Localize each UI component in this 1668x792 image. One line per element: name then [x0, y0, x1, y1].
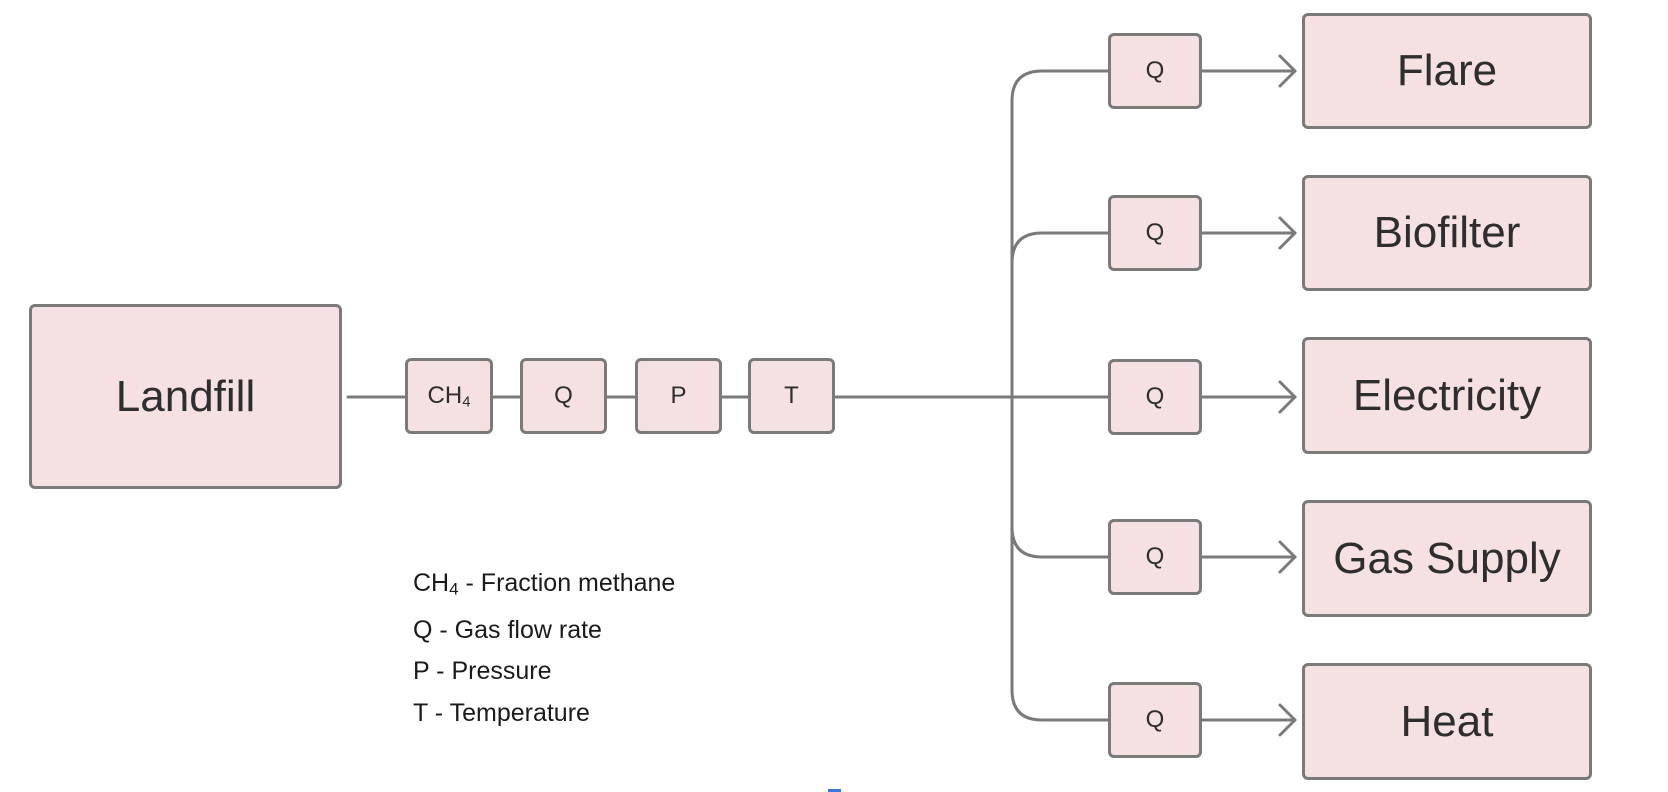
- sensor-ch4: CH4: [405, 358, 493, 434]
- branch-sensor-biofilter-label: Q: [1145, 219, 1165, 246]
- branch-sensor-flare-label: Q: [1145, 57, 1165, 84]
- arrow-electricity: [1199, 380, 1297, 414]
- branch-sensor-electricity-label: Q: [1145, 383, 1165, 410]
- sensor-temperature-label: T: [784, 382, 799, 409]
- destination-electricity: Electricity: [1302, 337, 1592, 454]
- arrow-flare: [1199, 54, 1297, 88]
- destination-gas-supply: Gas Supply: [1302, 500, 1592, 617]
- destination-biofilter-label: Biofilter: [1373, 208, 1521, 257]
- landfill-label: Landfill: [115, 371, 256, 421]
- branch-flare-pipe: [1010, 69, 1110, 399]
- branch-biofilter-pipe: [1010, 231, 1110, 265]
- branch-sensor-heat-label: Q: [1145, 706, 1165, 733]
- sensor-flow: Q: [520, 358, 607, 434]
- destination-heat: Heat: [1302, 663, 1592, 780]
- selection-marker: [828, 789, 841, 792]
- sensor-pressure: P: [635, 358, 722, 434]
- destination-gas-supply-label: Gas Supply: [1333, 533, 1561, 583]
- destination-heat-label: Heat: [1400, 696, 1494, 746]
- arrow-gas-supply: [1199, 540, 1297, 574]
- branch-sensor-gas-supply: Q: [1108, 519, 1202, 595]
- legend: CH4 - Fraction methane Q - Gas flow rate…: [413, 563, 675, 734]
- destination-electricity-label: Electricity: [1352, 370, 1542, 420]
- destination-biofilter: Biofilter: [1302, 175, 1592, 291]
- sensor-temperature: T: [748, 358, 835, 434]
- legend-item-temperature: T - Temperature: [413, 698, 590, 727]
- landfill-node: Landfill: [29, 304, 342, 489]
- branch-gas-supply-pipe: [1010, 525, 1110, 559]
- arrow-biofilter: [1199, 216, 1297, 250]
- legend-item-pressure: P - Pressure: [413, 657, 552, 686]
- destination-flare: Flare: [1302, 13, 1592, 129]
- sensor-pressure-label: P: [670, 382, 687, 409]
- branch-sensor-flare: Q: [1108, 33, 1202, 109]
- legend-item-flow: Q - Gas flow rate: [413, 615, 602, 644]
- arrow-heat: [1199, 703, 1297, 737]
- branch-sensor-gas-supply-label: Q: [1145, 543, 1165, 570]
- branch-sensor-electricity: Q: [1108, 359, 1202, 435]
- legend-item-ch4: CH4 - Fraction methane: [413, 569, 676, 599]
- sensor-flow-label: Q: [554, 382, 573, 409]
- branch-heat-pipe: [1010, 395, 1110, 722]
- branch-sensor-biofilter: Q: [1108, 195, 1202, 271]
- branch-sensor-heat: Q: [1108, 682, 1202, 758]
- sensor-ch4-label: CH4: [427, 381, 471, 411]
- destination-flare-label: Flare: [1396, 46, 1498, 95]
